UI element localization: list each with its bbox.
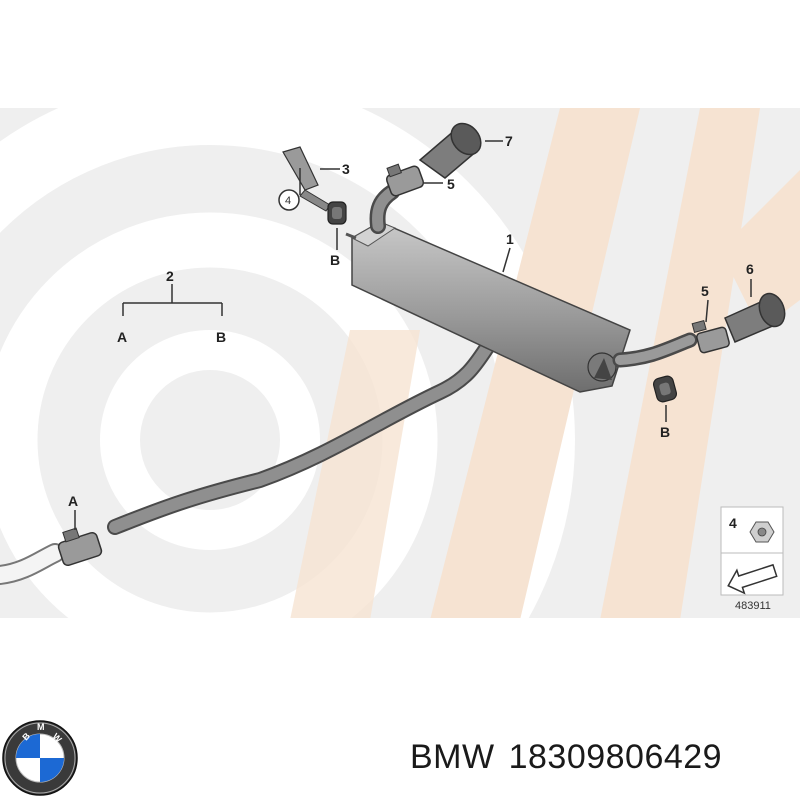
callout-b-lower: B xyxy=(660,424,670,440)
callout-6: 6 xyxy=(746,261,754,277)
inset-code: 483911 xyxy=(735,600,771,612)
brand-name: BMW xyxy=(410,738,495,776)
svg-text:M: M xyxy=(37,722,45,732)
leader-lines xyxy=(74,140,752,530)
watermark-background xyxy=(0,108,800,618)
clamp-5-right xyxy=(691,319,730,354)
tailpipe-tip-6 xyxy=(724,292,786,343)
footer-part-label: BMW 18309806429 xyxy=(410,738,736,777)
inset-label-4: 4 xyxy=(729,515,737,531)
callout-7: 7 xyxy=(505,133,513,149)
callout-2: 2 xyxy=(166,268,174,284)
clamp-5-upper xyxy=(385,163,425,197)
tailpipe-tip-7 xyxy=(418,122,482,179)
callout-4: 4 xyxy=(285,195,291,207)
bmw-roundel-logo: B M W xyxy=(2,720,78,796)
rubber-mount-upper xyxy=(327,201,357,240)
callout-3: 3 xyxy=(342,161,350,177)
direction-arrow-icon xyxy=(727,563,778,595)
callout-a-group: A xyxy=(117,329,127,345)
callout-4-circle xyxy=(278,189,300,211)
inset-box: 4 483911 xyxy=(720,506,784,612)
callout-5-upper: 5 xyxy=(447,176,455,192)
callout-5-right: 5 xyxy=(701,283,709,299)
callout-a-clamp: A xyxy=(68,493,78,509)
callout-1: 1 xyxy=(506,231,514,247)
part-number: 18309806429 xyxy=(508,738,723,776)
rubber-mount-lower xyxy=(652,375,678,403)
clamp-a xyxy=(57,527,103,567)
callout-b-upper: B xyxy=(330,252,340,268)
callout-b-group: B xyxy=(216,329,226,345)
flange-nut-icon xyxy=(749,521,775,543)
